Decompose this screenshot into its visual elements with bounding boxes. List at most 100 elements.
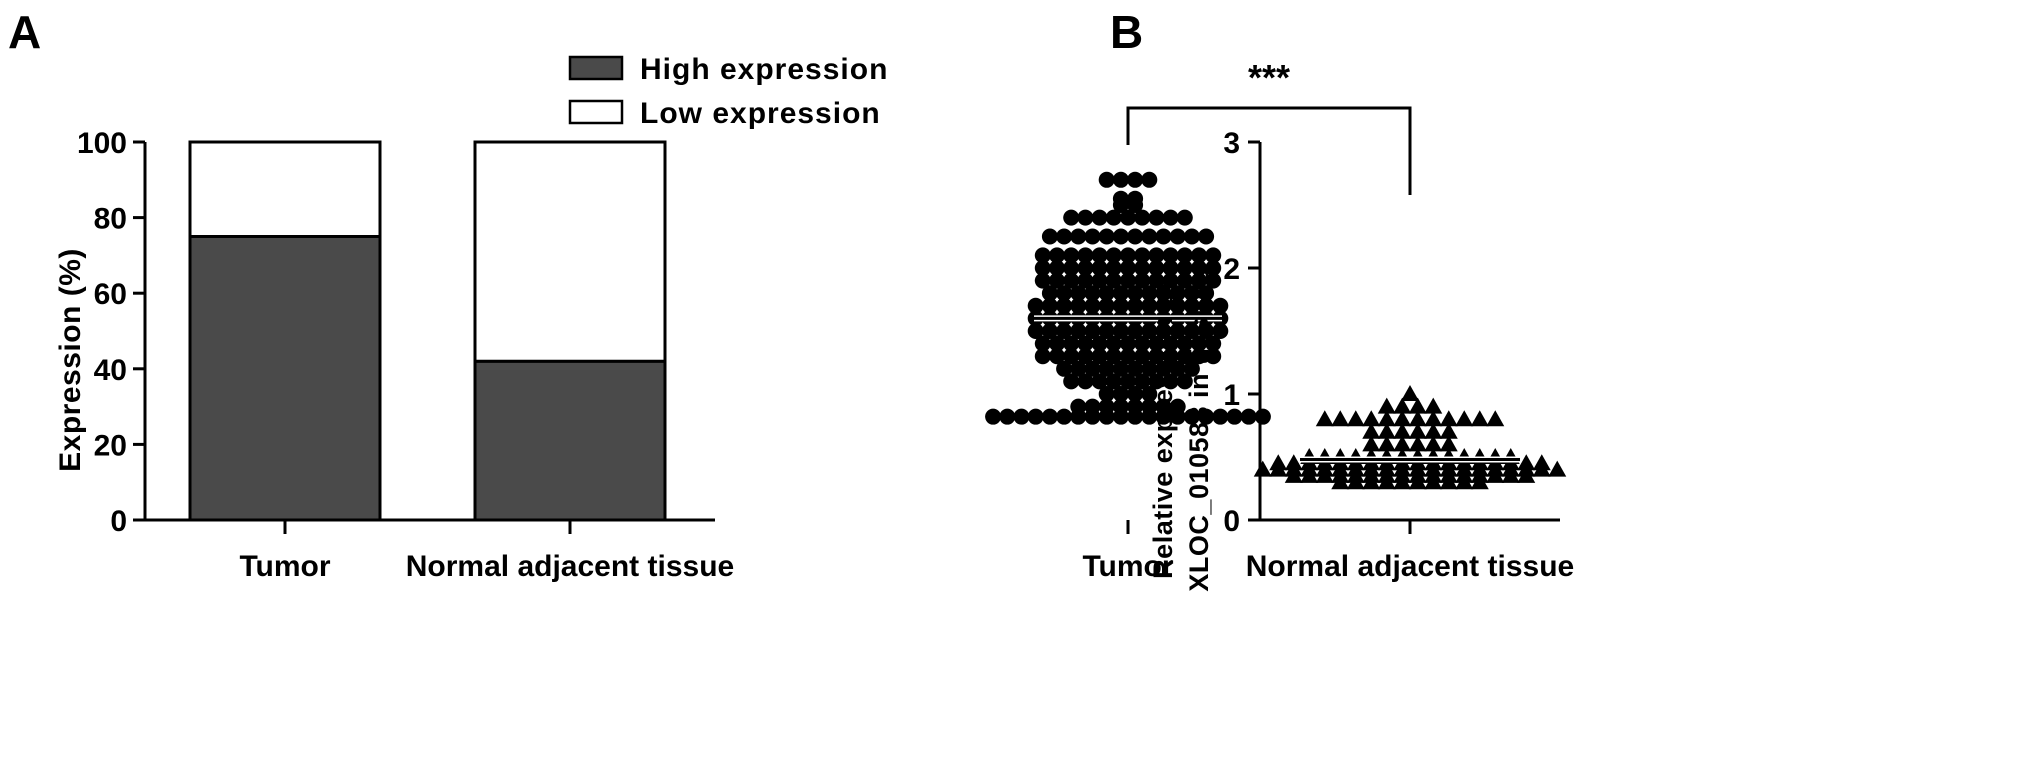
point-triangle <box>1377 422 1396 439</box>
point-circle <box>1063 272 1080 289</box>
point-circle <box>1148 247 1165 264</box>
point-circle <box>1169 297 1186 314</box>
point-circle <box>1134 247 1151 264</box>
point-triangle <box>1346 473 1365 490</box>
point-circle <box>1162 348 1179 365</box>
point-circle <box>1134 335 1151 352</box>
point-triangle <box>1377 397 1396 414</box>
point-triangle <box>1331 473 1350 490</box>
point-circle <box>1105 272 1122 289</box>
point-triangle <box>1408 473 1427 490</box>
point-triangle <box>1408 410 1427 427</box>
point-triangle <box>1393 473 1412 490</box>
point-circle <box>1056 228 1073 245</box>
point-circle <box>999 408 1016 425</box>
point-circle <box>1169 360 1186 377</box>
point-circle <box>1049 272 1065 289</box>
point-circle <box>1162 260 1179 276</box>
point-circle <box>1077 373 1094 390</box>
point-triangle <box>1408 422 1427 439</box>
point-circle <box>1212 297 1229 314</box>
point-triangle <box>1455 410 1474 427</box>
point-circle <box>1077 348 1094 365</box>
point-circle <box>1191 272 1207 289</box>
panel-label-a: A <box>8 6 41 58</box>
point-circle <box>1155 408 1172 425</box>
point-circle <box>1183 408 1200 425</box>
point-circle <box>1070 297 1087 314</box>
point-circle <box>1205 260 1222 276</box>
point-triangle <box>1470 410 1489 427</box>
point-circle <box>1176 260 1193 276</box>
y-tick-label: 0 <box>1223 505 1240 538</box>
point-circle <box>1034 348 1051 365</box>
point-circle <box>1120 260 1136 276</box>
point-circle <box>1120 247 1136 264</box>
point-circle <box>1212 408 1229 425</box>
point-circle <box>1141 360 1158 377</box>
point-triangle <box>1517 466 1536 483</box>
bars <box>188 140 667 522</box>
point-circle <box>1176 373 1193 390</box>
point-circle <box>1049 247 1065 264</box>
point-circle <box>1041 323 1058 339</box>
point-circle <box>1091 247 1108 264</box>
y-tick-label: 0 <box>110 505 127 538</box>
point-circle <box>1041 285 1058 302</box>
point-circle <box>1183 323 1200 339</box>
point-circle <box>1112 386 1129 402</box>
point-circle <box>1205 247 1222 264</box>
point-triangle <box>1401 385 1419 401</box>
point-circle <box>1077 247 1094 264</box>
point-circle <box>1120 209 1136 226</box>
point-circle <box>1063 260 1080 276</box>
point-triangle <box>1377 435 1396 452</box>
point-circle <box>1112 360 1129 377</box>
point-triangle <box>1501 466 1520 483</box>
point-circle <box>1169 228 1186 245</box>
point-circle <box>1112 228 1129 245</box>
point-circle <box>1084 228 1101 245</box>
point-triangle <box>1377 473 1396 490</box>
point-circle <box>1056 408 1073 425</box>
point-circle <box>1120 373 1136 390</box>
point-circle <box>1191 348 1207 365</box>
point-circle <box>1183 228 1200 245</box>
legend-swatch-high <box>568 55 624 81</box>
point-triangle <box>1532 460 1551 477</box>
point-triangle <box>1424 410 1443 427</box>
point-circle <box>1077 209 1094 226</box>
panel-label-b: B <box>1110 6 1143 58</box>
point-circle <box>1176 335 1193 352</box>
point-circle <box>1148 373 1165 390</box>
point-circle <box>1041 228 1058 245</box>
y-axis-label-line-2: XLOC_010588 in tissues <box>1184 268 1214 591</box>
point-circle <box>1155 285 1172 302</box>
point-circle <box>1127 386 1144 402</box>
point-circle <box>1049 260 1065 276</box>
point-circle <box>1105 209 1122 226</box>
point-circle <box>1148 348 1165 365</box>
point-circle <box>1084 285 1101 302</box>
point-circle <box>1084 408 1101 425</box>
y-tick-label: 80 <box>94 203 127 236</box>
y-tick-label: 60 <box>94 278 127 311</box>
legend-swatch-low <box>568 99 624 125</box>
point-triangle <box>1315 466 1334 483</box>
point-circle <box>1155 360 1172 377</box>
point-circle <box>1077 260 1094 276</box>
y-tick-label: 1 <box>1223 379 1240 412</box>
point-triangle <box>1486 466 1505 483</box>
point-circle <box>1105 348 1122 365</box>
point-circle <box>1034 260 1051 276</box>
point-circle <box>1105 260 1122 276</box>
point-circle <box>1198 297 1215 314</box>
x-tick-label-normal-adjacent-tissue: Normal adjacent tissue <box>1246 550 1574 583</box>
data-points <box>985 171 1567 490</box>
y-tick-label: 20 <box>94 429 127 462</box>
point-circle <box>1063 247 1080 264</box>
